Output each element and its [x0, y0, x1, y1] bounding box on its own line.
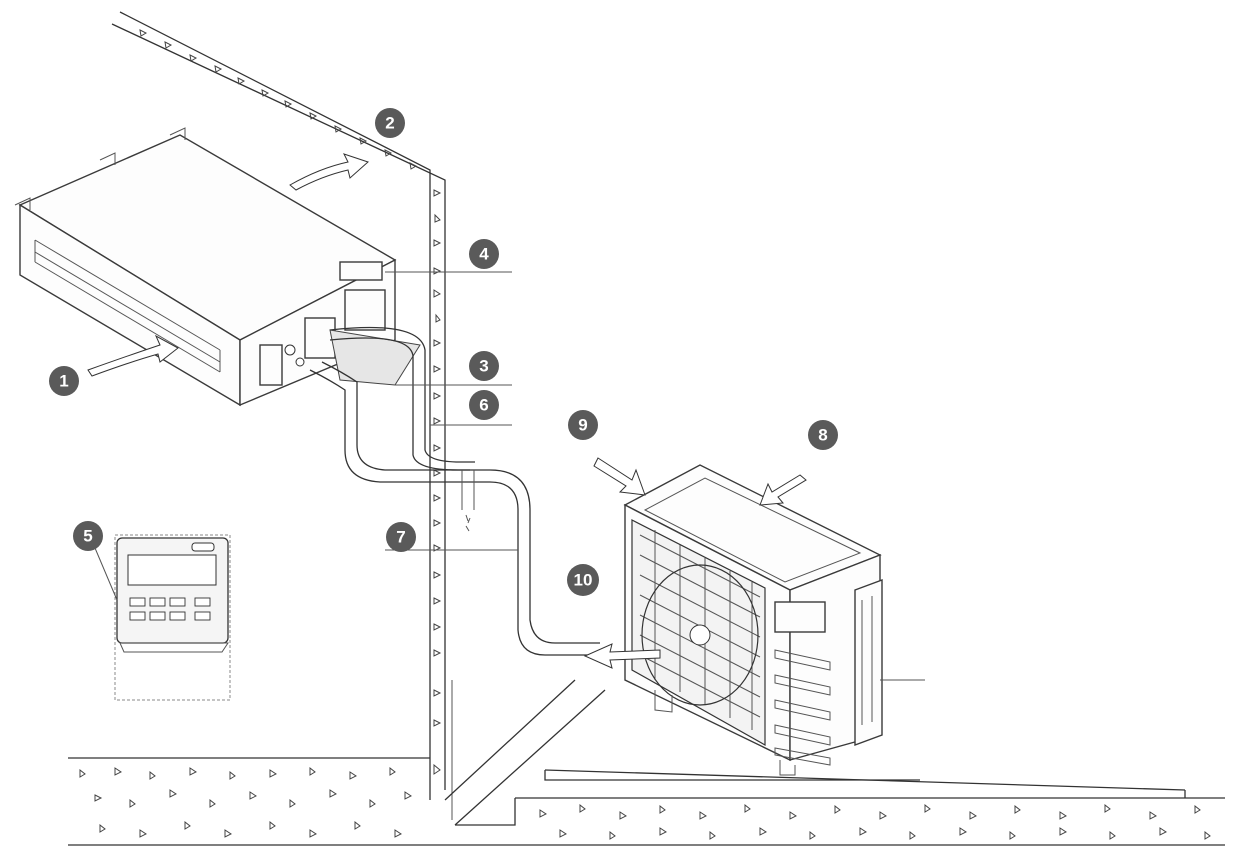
callout-9-label: 9: [578, 416, 587, 435]
callout-3: 3: [469, 351, 499, 381]
wired-controller: [114, 534, 231, 701]
callout-4-label: 4: [479, 245, 489, 264]
airflow-arrows: [87, 153, 807, 669]
wall: [111, 11, 453, 820]
callout-7: 7: [386, 522, 416, 552]
leader-lines: [94, 271, 518, 601]
callout-3-label: 3: [479, 357, 488, 376]
callout-6-label: 6: [479, 396, 488, 415]
piping: [309, 326, 600, 656]
callout-10: 10: [567, 564, 599, 596]
callout-9: 9: [568, 410, 598, 440]
outdoor-unit: [623, 464, 925, 776]
ground-slab: [68, 679, 1225, 846]
callout-5: 5: [73, 521, 103, 551]
callout-6: 6: [469, 390, 499, 420]
indoor-duct-unit: [14, 127, 421, 407]
callout-4: 4: [469, 239, 499, 269]
callout-10-label: 10: [574, 571, 593, 590]
callout-8: 8: [808, 420, 838, 450]
callout-7-label: 7: [396, 528, 405, 547]
callout-2-label: 2: [385, 114, 394, 133]
callout-1: 1: [49, 366, 79, 396]
callout-8-label: 8: [818, 426, 827, 445]
callout-5-label: 5: [83, 527, 92, 546]
callout-1-label: 1: [59, 372, 68, 391]
callout-2: 2: [375, 108, 405, 138]
